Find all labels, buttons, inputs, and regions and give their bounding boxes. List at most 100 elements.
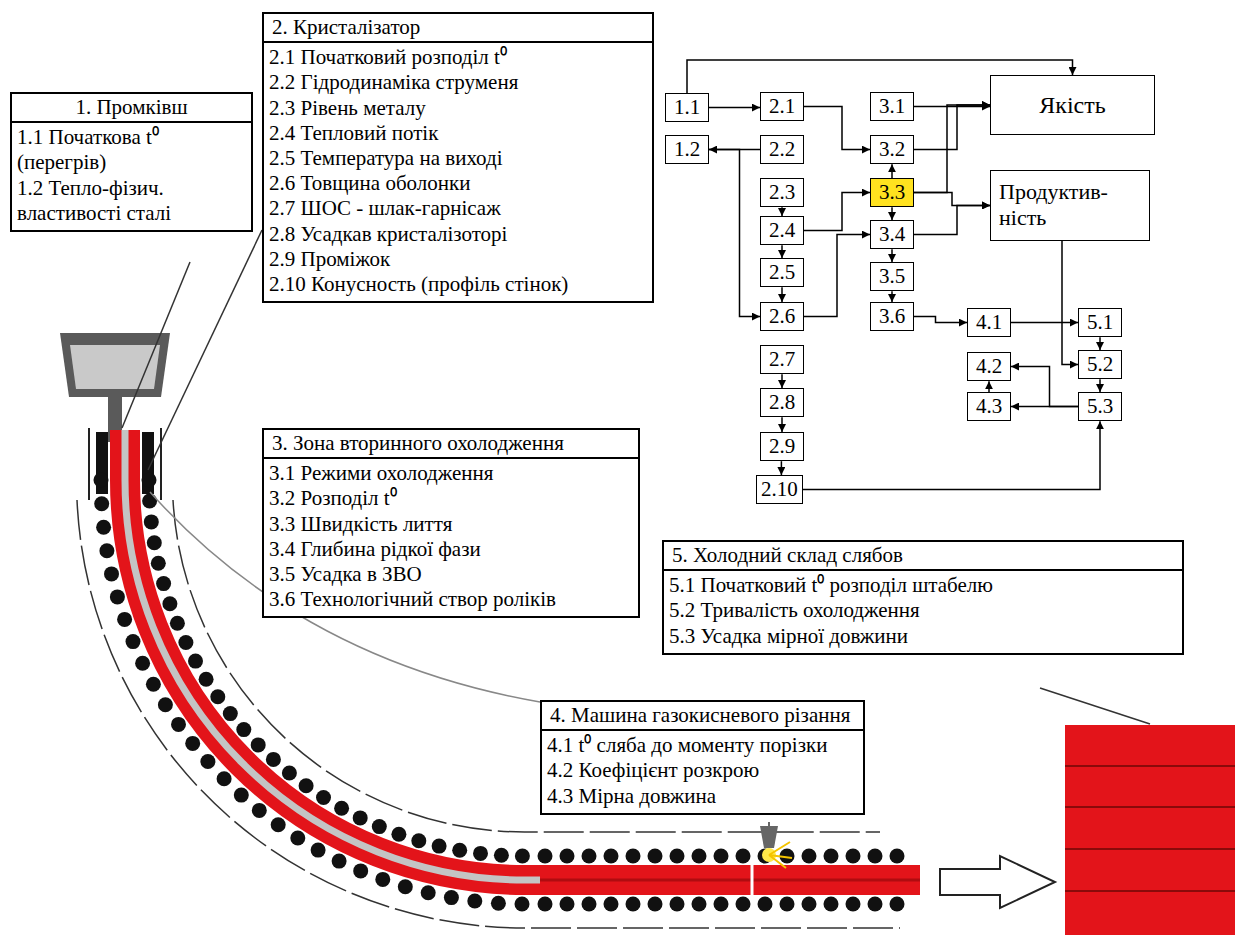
connector [914, 317, 967, 323]
roller [146, 677, 161, 692]
cut-line [751, 862, 754, 898]
roller [144, 514, 159, 529]
parameter-item: 3.6 Технологічний створ роліків [269, 587, 633, 612]
roller [411, 833, 426, 848]
box-label: Якість [1039, 91, 1105, 120]
parameter-box: 5.3 [1078, 392, 1122, 421]
roller [171, 717, 186, 732]
roller [223, 706, 238, 721]
roller [714, 849, 729, 864]
parameter-box: 2.9 [760, 432, 804, 461]
box-label: 2.7 [765, 347, 799, 372]
box-label: 2.9 [765, 434, 799, 459]
roller [868, 897, 883, 912]
box-label: 4.2 [972, 354, 1006, 379]
parameter-item: 1.2 Тепло-фізич. властивості сталі [17, 176, 246, 226]
parameter-item: 3.2 Розподіл t⁰ [269, 486, 633, 511]
parameter-item: 1.1 Початкова t⁰ (перегрів) [17, 125, 246, 175]
connector [891, 207, 893, 220]
roller [824, 897, 839, 912]
box-label: 3.4 [875, 222, 909, 247]
roller [560, 849, 575, 864]
connector [1011, 406, 1078, 408]
parameter-box: 3.5 [870, 262, 914, 291]
roller [391, 827, 406, 842]
roller [200, 754, 215, 769]
roller [156, 576, 171, 591]
connector [781, 207, 783, 216]
parameter-box: 4.3 [967, 392, 1011, 421]
parameter-box: 2.6 [760, 302, 804, 331]
text-panel: 2. Кристалізатор2.1 Початковий розподіл … [262, 12, 654, 303]
roller [217, 771, 232, 786]
roller [648, 849, 663, 864]
leader-line [148, 230, 262, 470]
roller [670, 849, 685, 864]
connector [804, 107, 870, 150]
roller [846, 849, 861, 864]
connector [914, 205, 990, 234]
roller [890, 849, 905, 864]
torch [760, 826, 778, 848]
roller [332, 854, 347, 869]
box-label: 2.4 [765, 218, 799, 243]
leader-line [1040, 688, 1150, 724]
box-label: 3.1 [875, 94, 909, 119]
roller [692, 849, 707, 864]
roller [353, 810, 368, 825]
connector [914, 193, 990, 206]
roller [538, 897, 553, 912]
box-label: 1.1 [670, 95, 704, 120]
roller [252, 803, 267, 818]
parameter-item: 2.4 Тепловий потік [269, 121, 647, 146]
roller [692, 897, 707, 912]
roller [473, 846, 488, 861]
connector [709, 107, 760, 109]
parameter-box: 1.1 [665, 93, 709, 122]
parameter-item: 5.3 Усадка мірної довжини [669, 624, 1177, 649]
roller [178, 635, 193, 650]
parameter-item: 4.1 t⁰ сляба до моменту порізки [547, 733, 858, 758]
roller [421, 885, 436, 900]
tundish-shell [60, 333, 170, 397]
connector [781, 287, 783, 302]
roller [147, 535, 162, 550]
roller [210, 689, 225, 704]
roller [271, 817, 286, 832]
roller [736, 897, 751, 912]
box-label: 1.2 [670, 137, 704, 162]
box-label: 2.10 [761, 477, 798, 502]
box-label: 2.1 [765, 94, 799, 119]
parameter-item: 3.3 Швидкість лиття [269, 512, 633, 537]
roller [126, 634, 141, 649]
parameter-box: 2.8 [760, 388, 804, 417]
parameter-item: 3.5 Усадка в ЗВО [269, 562, 633, 587]
parameter-item: 2.10 Конусность (профіль стінок) [269, 272, 647, 297]
roller [353, 863, 368, 878]
parameter-box: 2.2 [760, 135, 804, 164]
parameter-box: 2.1 [760, 92, 804, 121]
roller [236, 722, 251, 737]
roller [890, 897, 905, 912]
connector [781, 461, 783, 475]
parameter-item: 4.2 Коефіцієнт розкрою [547, 758, 858, 783]
roller [824, 849, 839, 864]
box-label: Продуктив- ність [999, 179, 1141, 232]
roller [94, 496, 109, 511]
roller [846, 897, 861, 912]
roller [802, 849, 817, 864]
roller [158, 697, 173, 712]
roller [626, 849, 641, 864]
roller [96, 520, 111, 535]
roller [142, 473, 157, 488]
box-label: 2.6 [765, 304, 799, 329]
panel-heading: 3. Зона вторинного охолодження [264, 430, 638, 459]
parameter-box: 3.3 [870, 178, 914, 207]
parameter-item: 2.9 Проміжок [269, 247, 647, 272]
slab-stack [1065, 725, 1235, 935]
roller [494, 848, 509, 863]
roller [515, 849, 530, 864]
roller [94, 473, 109, 488]
connector [1011, 367, 1078, 407]
roller [626, 897, 641, 912]
